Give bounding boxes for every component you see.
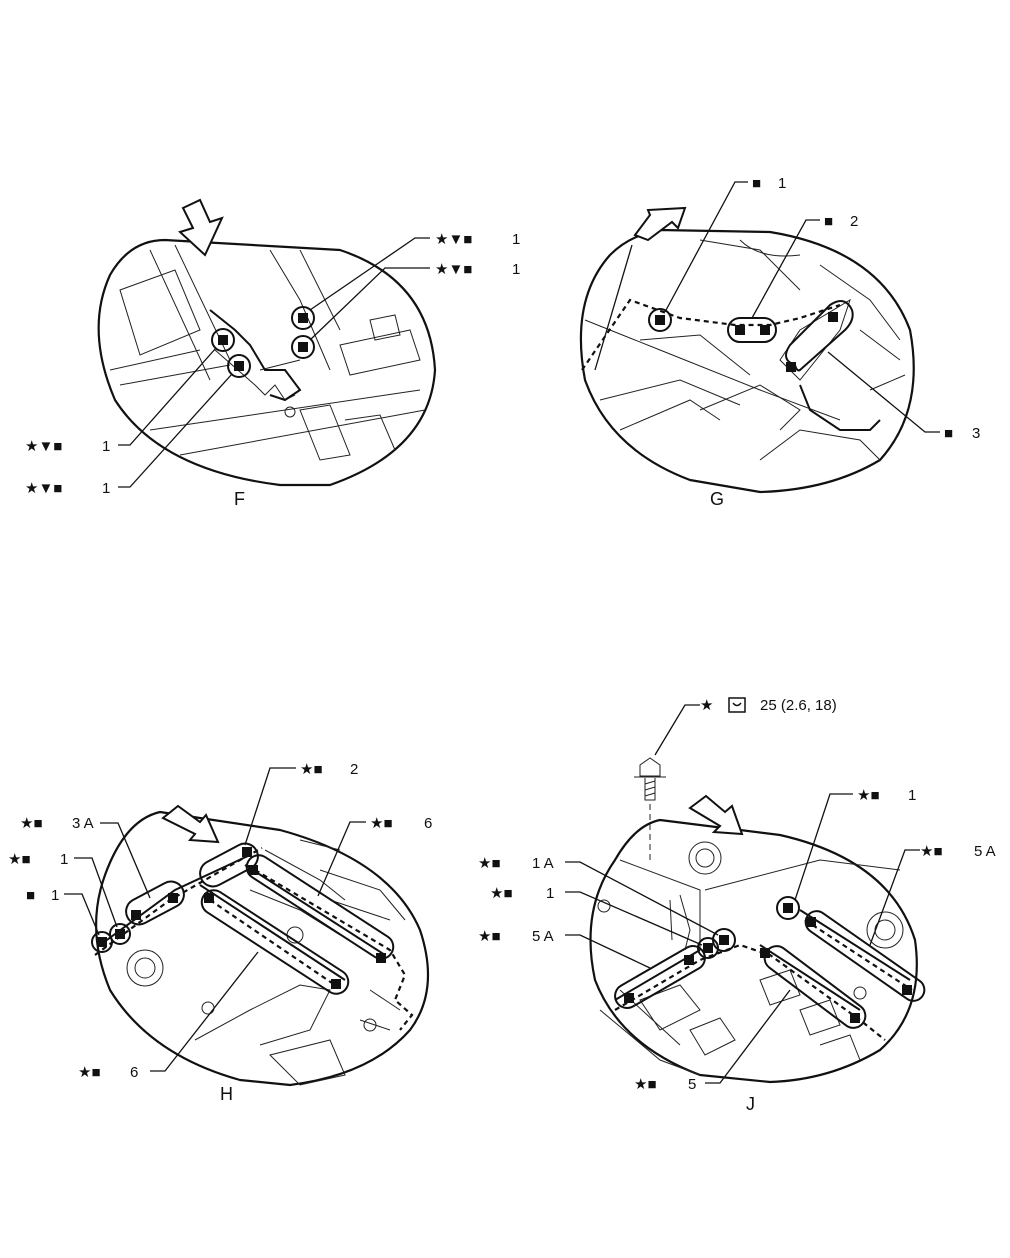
callout-j-6-symbols: ★■ (634, 1076, 657, 1093)
callout-h-3-symbols: ★■ (370, 815, 393, 832)
view-letter-h: H (220, 1084, 233, 1104)
view-letter-j: J (746, 1094, 755, 1114)
callout-j-6-num: 5 (688, 1076, 696, 1093)
view-j: ★ 25 (2.6, 18) ★■ 1 ★■ 5 A ★■ 1 A ★■ 1 ★… (478, 697, 996, 1114)
callout-j-1-symbols: ★■ (857, 787, 880, 804)
callout-f-4-num: 1 (102, 480, 110, 497)
callout-j-3-symbols: ★■ (478, 855, 501, 872)
callout-j-3-num: 1 A (532, 855, 554, 872)
view-g: ■ 1 ■ 2 ■ 3 G (579, 175, 980, 509)
callout-h-3-num: 6 (424, 815, 432, 832)
callout-j-torque-value: 25 (2.6, 18) (760, 697, 837, 714)
callout-f-4-symbols: ★▼■ (25, 480, 62, 497)
callout-f-1-symbols: ★▼■ (435, 231, 472, 248)
callout-g-2-num: 2 (850, 213, 858, 230)
callout-g-3-symbols: ■ (944, 425, 953, 442)
view-h: ★■ 2 ★■ 3 A ★■ 6 ★■ 1 ■ 1 ★■ 6 H (8, 761, 432, 1104)
callout-h-6-num: 6 (130, 1064, 138, 1081)
callout-h-1-num: 2 (350, 761, 358, 778)
callout-j-5-symbols: ★■ (478, 928, 501, 945)
callout-h-4-num: 1 (60, 851, 68, 868)
view-letter-f: F (234, 489, 245, 509)
callout-g-1-num: 1 (778, 175, 786, 192)
view-letter-g: G (710, 489, 724, 509)
callout-h-5-num: 1 (51, 887, 59, 904)
view-f: ★▼■ 1 ★▼■ 1 ★▼■ 1 ★▼■ 1 F (25, 198, 520, 509)
callout-h-1-symbols: ★■ (300, 761, 323, 778)
callout-h-2-num: 3 A (72, 815, 94, 832)
callout-j-4-num: 1 (546, 885, 554, 902)
callout-j-5-num: 5 A (532, 928, 554, 945)
callout-j-1-num: 1 (908, 787, 916, 804)
callout-j-2-symbols: ★■ (920, 843, 943, 860)
callout-g-3-num: 3 (972, 425, 980, 442)
callout-j-4-symbols: ★■ (490, 885, 513, 902)
callout-j-2-num: 5 A (974, 843, 996, 860)
callout-h-2-symbols: ★■ (20, 815, 43, 832)
callout-g-1-symbols: ■ (752, 175, 761, 192)
callout-j-torque-symbols: ★ (700, 697, 713, 714)
callout-f-2-num: 1 (512, 261, 520, 278)
callout-h-5-symbols: ■ (26, 887, 35, 904)
callout-f-2-symbols: ★▼■ (435, 261, 472, 278)
callout-h-6-symbols: ★■ (78, 1064, 101, 1081)
callout-g-2-symbols: ■ (824, 213, 833, 230)
callout-f-3-symbols: ★▼■ (25, 438, 62, 455)
callout-h-4-symbols: ★■ (8, 851, 31, 868)
callout-f-3-num: 1 (102, 438, 110, 455)
torque-wrench-icon (728, 697, 746, 713)
callout-f-1-num: 1 (512, 231, 520, 248)
